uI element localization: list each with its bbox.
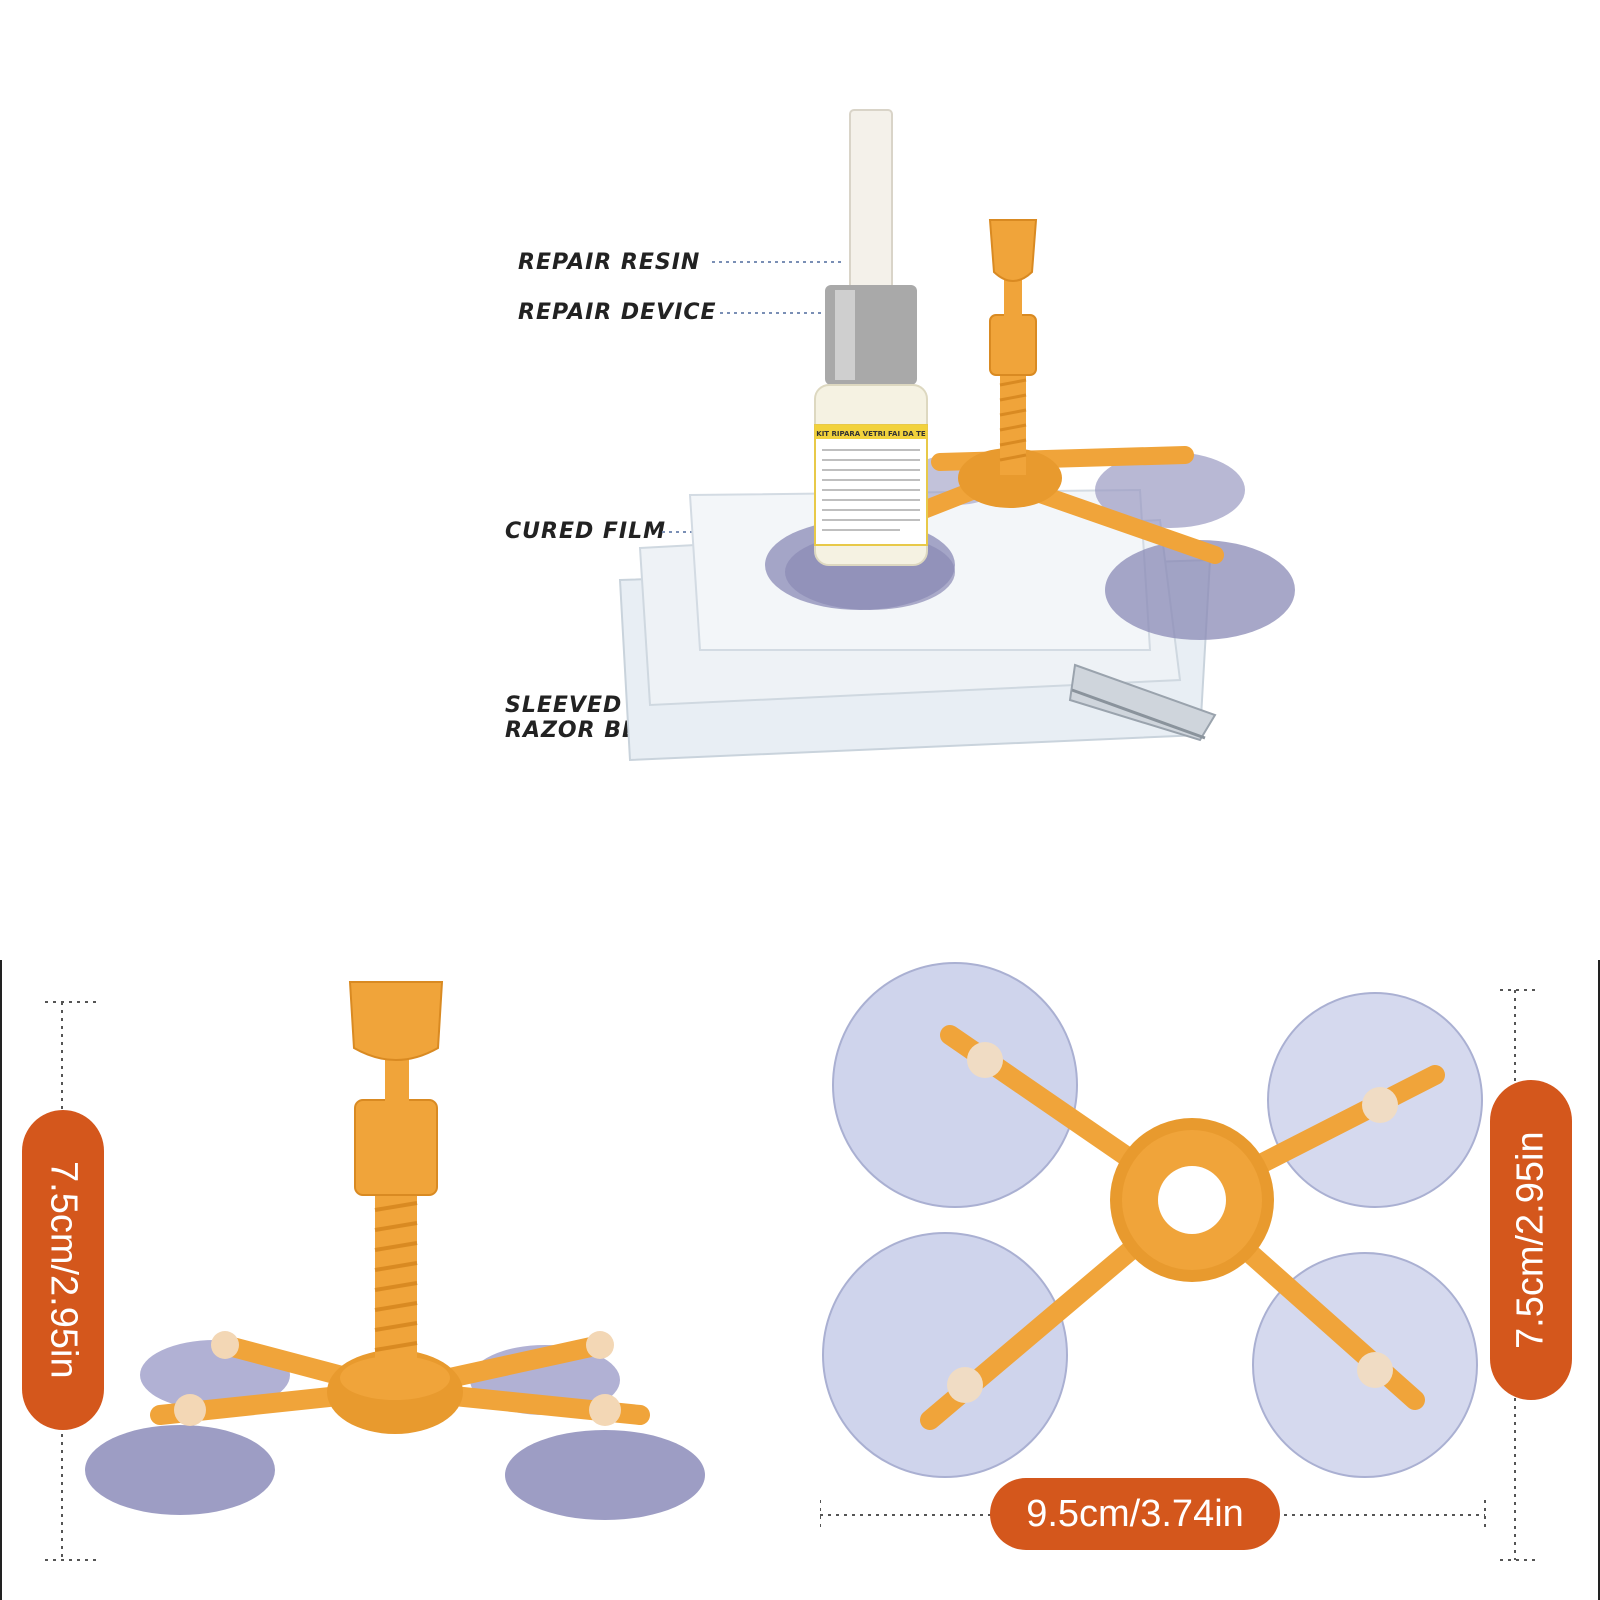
product-illustration: KIT RIPARA VETRI FAI DA TE bbox=[618, 109, 1295, 762]
height-dimension-label-right: 7.5cm/2.95in bbox=[1490, 1080, 1572, 1400]
top-view-tool bbox=[820, 962, 1535, 1561]
height-dimension-label: 7.5cm/2.95in bbox=[22, 1110, 104, 1430]
panel-divider bbox=[1598, 960, 1600, 1600]
suction-cup-icon bbox=[1095, 452, 1245, 528]
razor-blade-icon bbox=[1068, 663, 1217, 742]
callout-repair-device: REPAIR DEVICE bbox=[518, 300, 717, 325]
callout-cured-film: CURED FILM bbox=[505, 519, 667, 544]
side-view-panel: 7.5cm/2.95in bbox=[0, 960, 760, 1600]
suction-cup-icon bbox=[832, 962, 1078, 1208]
bottle-label-heading: KIT RIPARA VETRI FAI DA TE bbox=[816, 430, 926, 438]
product-overview: REPAIR RESIN REPAIR DEVICE CURED FILM SL… bbox=[505, 109, 1295, 762]
side-view-tool bbox=[45, 981, 705, 1561]
resin-bottle-icon bbox=[785, 109, 955, 610]
suction-cup-icon bbox=[505, 1430, 705, 1520]
suction-cup-icon bbox=[85, 1425, 275, 1515]
callout-sleeved: SLEEVED bbox=[505, 693, 623, 718]
width-dimension-label: 9.5cm/3.74in bbox=[990, 1478, 1280, 1550]
suction-cup-icon bbox=[1105, 540, 1295, 640]
top-view-panel: 7.5cm/2.95in 9.5cm/3.74in bbox=[820, 960, 1600, 1600]
panel-divider bbox=[0, 960, 2, 1600]
callout-repair-resin: REPAIR RESIN bbox=[518, 250, 701, 275]
suction-cup-icon bbox=[822, 1232, 1068, 1478]
